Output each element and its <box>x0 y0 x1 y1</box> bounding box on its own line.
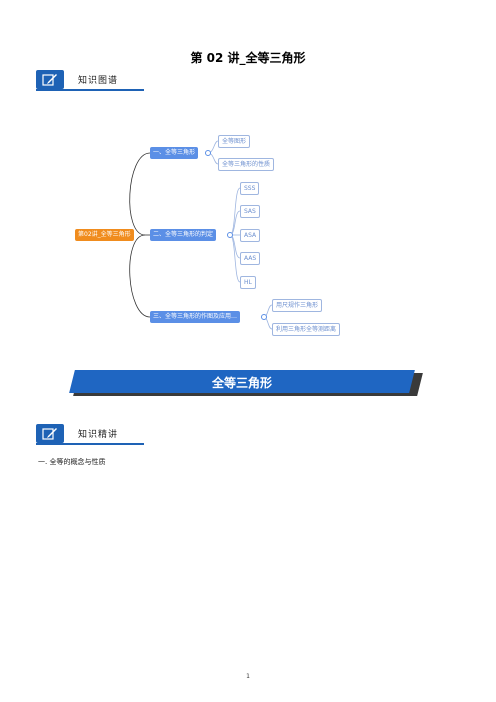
branch-2-collapse-toggle[interactable] <box>227 232 233 238</box>
pencil-edit-icon <box>36 70 64 89</box>
leaf-node: 用尺规作三角形 <box>272 299 323 312</box>
branch-node-3: 三、全等三角形的作图及应用… <box>150 311 241 323</box>
branch-node-1: 一、全等三角形 <box>150 147 199 159</box>
section-heading-concept: 一. 全等的概念与性质 <box>38 458 106 466</box>
section-label: 知识精讲 <box>78 430 119 440</box>
topic-banner: 全等三角形 <box>69 370 423 396</box>
leaf-node: AAS <box>240 252 261 265</box>
branch-node-2: 二、全等三角形的判定 <box>150 229 217 241</box>
banner-title: 全等三角形 <box>211 376 272 390</box>
leaf-node: 利用三角形全等测距离 <box>272 323 341 336</box>
leaf-node: HL <box>240 276 256 289</box>
section-label: 知识图谱 <box>78 76 119 86</box>
document-title: 第 02 讲_全等三角形 <box>190 51 306 65</box>
branch-3-collapse-toggle[interactable] <box>261 314 267 320</box>
leaf-node: SSS <box>240 182 260 195</box>
section-underline <box>36 443 144 445</box>
page-number: 1 <box>246 673 250 680</box>
branch-1-collapse-toggle[interactable] <box>205 150 211 156</box>
pencil-edit-icon <box>36 424 64 443</box>
leaf-node: 全等图形 <box>218 135 251 148</box>
leaf-node: SAS <box>240 205 260 218</box>
connector-root-branch3 <box>129 234 151 318</box>
section-underline <box>36 89 144 91</box>
section-header-knowledge-detail: 知识精讲 <box>36 424 144 446</box>
connector-root-branch1 <box>129 152 151 236</box>
section-header-knowledge-map: 知识图谱 <box>36 70 144 92</box>
leaf-node: 全等三角形的性质 <box>218 158 275 171</box>
leaf-node: ASA <box>240 229 261 242</box>
mind-map-root: 第02讲_全等三角形 <box>75 229 134 241</box>
